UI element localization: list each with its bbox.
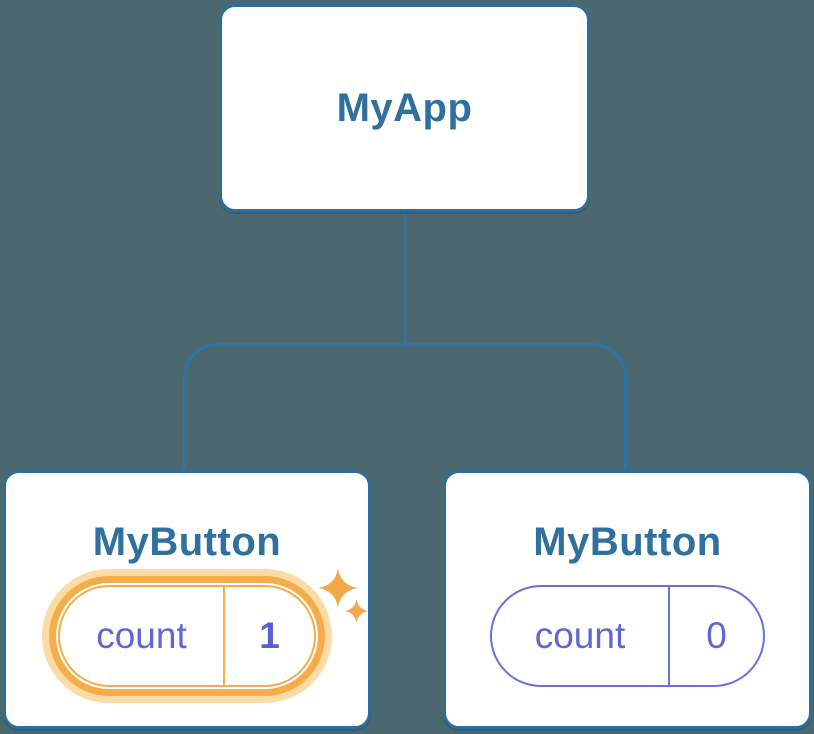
myapp-node: MyApp — [219, 4, 590, 212]
root-connector-line — [403, 210, 406, 344]
state-pill-highlighted: count 1 — [58, 585, 316, 687]
sparkles-icon — [318, 568, 369, 623]
mybutton-right-node: MyButton count 0 — [443, 470, 812, 729]
large-sparkle-icon — [318, 568, 358, 608]
mybutton-right-label: MyButton — [533, 520, 722, 564]
small-sparkle-icon — [344, 599, 369, 623]
children-connector-branch — [183, 343, 627, 471]
mybutton-left-label: MyButton — [92, 520, 282, 564]
state-key-label: count — [534, 615, 626, 656]
state-key-label: count — [96, 615, 187, 656]
state-value-label: 1 — [223, 587, 314, 685]
myapp-label: MyApp — [336, 86, 473, 130]
state-pill-plain: count 0 — [490, 585, 765, 687]
mybutton-left-node: MyButton count 1 — [3, 470, 371, 729]
state-value-label: 0 — [668, 587, 763, 685]
